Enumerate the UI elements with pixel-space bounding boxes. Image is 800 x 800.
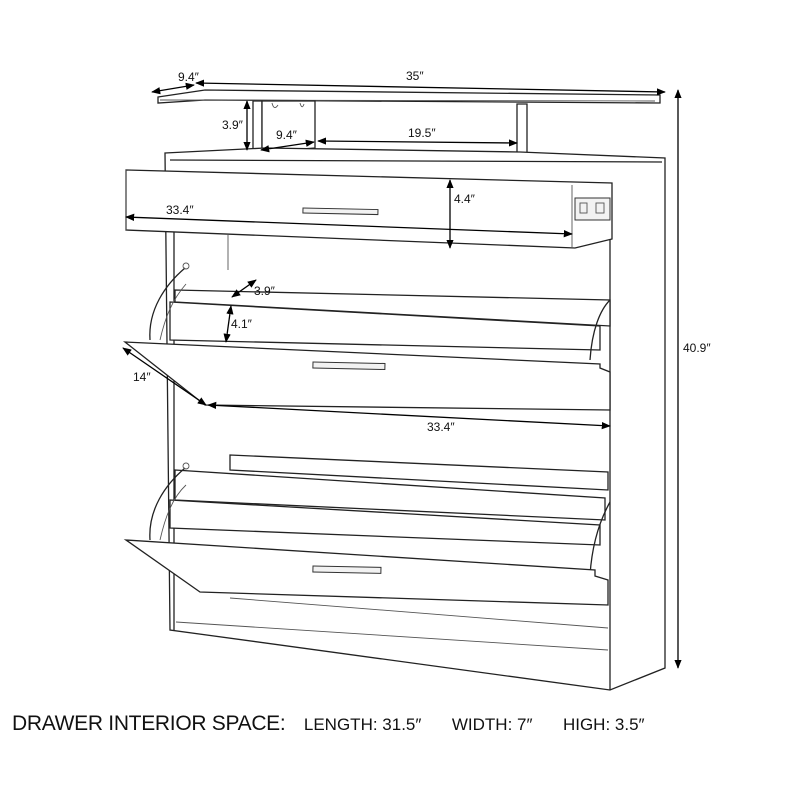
label-top-gap-height: 3.9″ bbox=[222, 118, 243, 132]
label-flap-inner-height: 4.1″ bbox=[231, 317, 252, 331]
drawer-slide-rail bbox=[574, 197, 611, 221]
label-top-inner-width: 19.5″ bbox=[408, 126, 436, 140]
spec-length: LENGTH: 31.5″ bbox=[303, 715, 422, 734]
top-shelf bbox=[157, 89, 661, 104]
top-risers bbox=[252, 100, 528, 161]
dimension-lines bbox=[122, 79, 682, 669]
label-drawer-height: 4.4″ bbox=[454, 192, 475, 206]
label-flap-width: 33.4″ bbox=[427, 420, 455, 434]
spec-width: WIDTH: 7″ bbox=[451, 715, 533, 734]
drawer-interior-spec: DRAWER INTERIOR SPACE: LENGTH: 31.5″ WID… bbox=[12, 712, 671, 736]
label-flap-inner-depth: 3.9″ bbox=[254, 284, 275, 298]
label-drawer-width: 33.4″ bbox=[166, 203, 194, 217]
label-top-depth: 9.4″ bbox=[178, 70, 199, 84]
label-top-inner-depth: 9.4″ bbox=[276, 128, 297, 142]
label-top-width: 35″ bbox=[406, 69, 424, 83]
lower-shoe-flap bbox=[123, 454, 611, 606]
spec-high: HIGH: 3.5″ bbox=[562, 715, 645, 734]
label-total-height: 40.9″ bbox=[683, 341, 711, 355]
upper-shoe-flap bbox=[123, 262, 611, 411]
label-flap-depth: 14″ bbox=[133, 370, 151, 384]
spec-title: DRAWER INTERIOR SPACE: bbox=[12, 712, 286, 735]
